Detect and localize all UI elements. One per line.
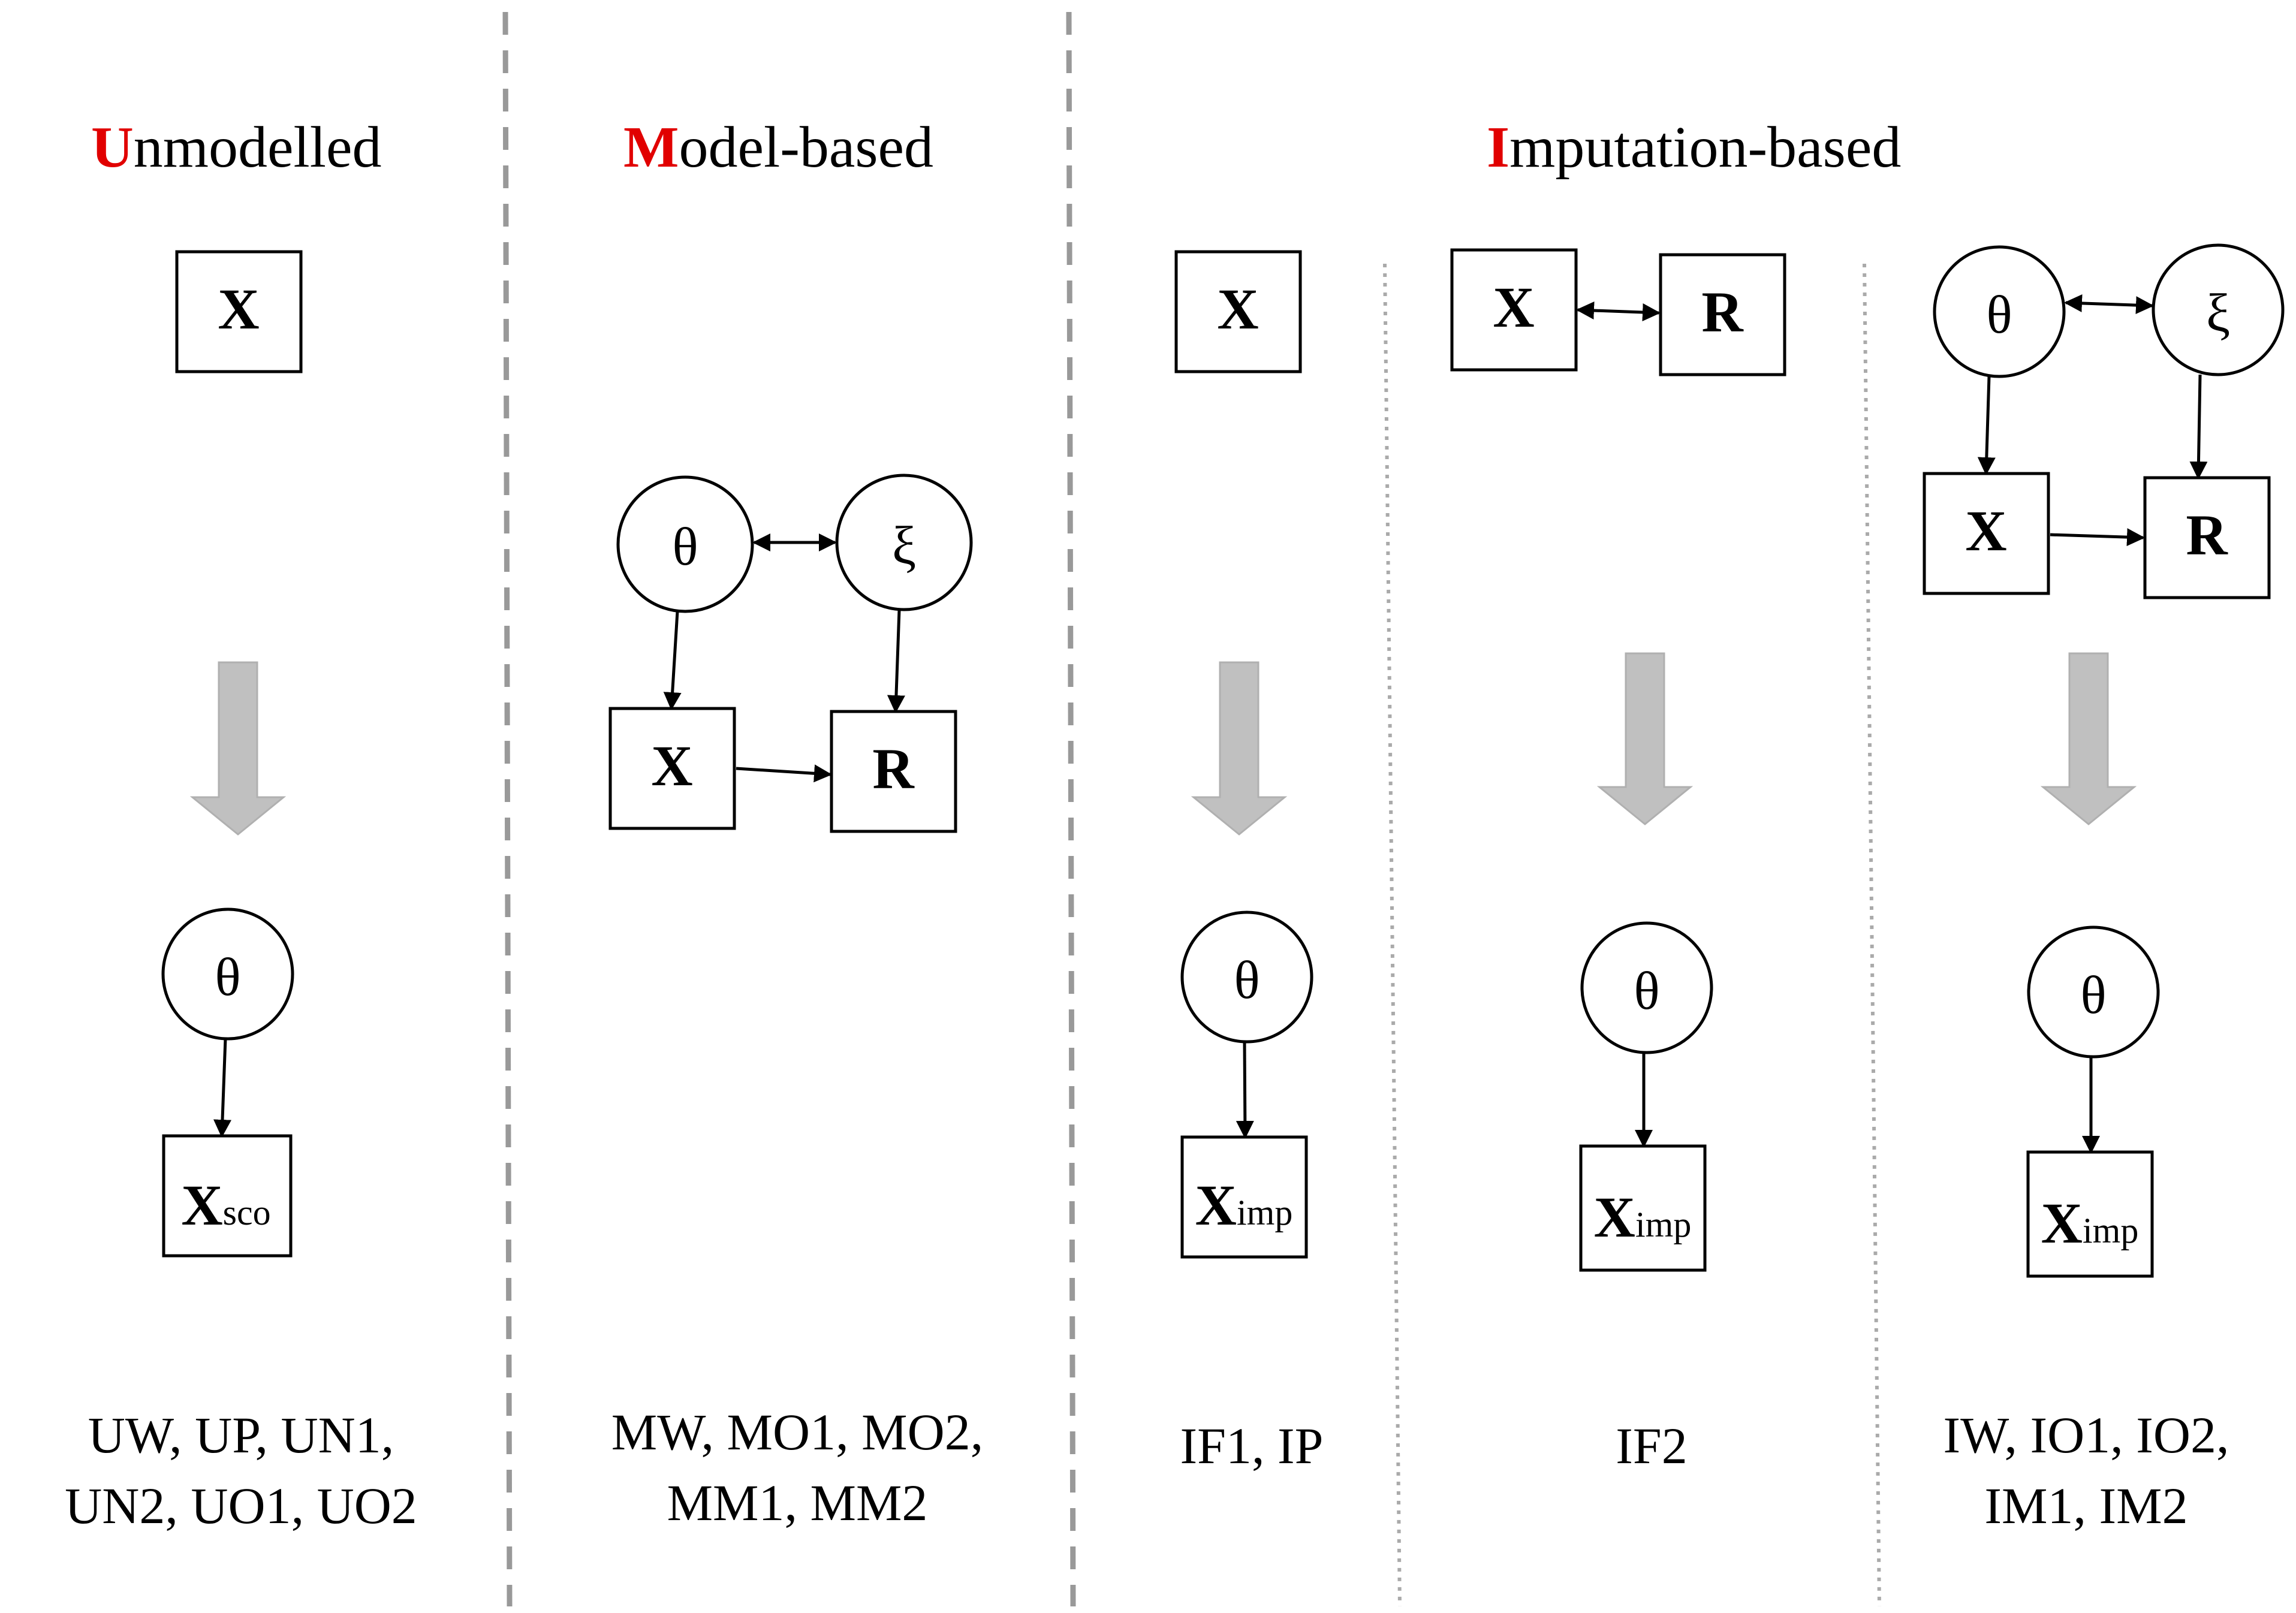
xi-node-label: ξ (2206, 284, 2230, 343)
methods-model-based: MW, MO1, MO2, MM1, MM2 (558, 1397, 1037, 1538)
edge-theta-to-xsco (213, 1038, 231, 1138)
x-node-box (1923, 472, 2050, 595)
title-model-based: Model-based (623, 114, 933, 181)
theta-node-label: θ (1634, 961, 1659, 1021)
methods-imputation-sub3: IW, IO1, IO2, IM1, IM2 (1846, 1400, 2296, 1541)
x-node-label: X (1965, 499, 2006, 563)
methods-model-based-line2: MM1, MM2 (667, 1474, 928, 1531)
x-node-label: X (1493, 275, 1534, 339)
edge-x-to-r (2050, 528, 2145, 547)
theta-node-circle (1580, 921, 1713, 1054)
methods-unmodelled-line2: UN2, UO1, UO2 (65, 1477, 417, 1534)
methods-unmodelled: UW, UP, UN1, UN2, UO1, UO2 (1, 1400, 481, 1541)
theta-node-circle (161, 907, 294, 1041)
x-node-label: X (1217, 277, 1258, 341)
x-node-box (175, 250, 303, 373)
r-node-label: R (872, 737, 915, 801)
xi-node-label: ξ (892, 516, 916, 575)
divider-imputation-sub1 (1383, 263, 1402, 1607)
methods-imputation-sub2: IF2 (1412, 1410, 1891, 1481)
methods-imputation-sub3-line2: IM1, IM2 (1984, 1477, 2188, 1534)
imputation-sub2-diagram: X R θ Ximp (1450, 248, 1786, 1272)
xsco-node-box (162, 1134, 293, 1258)
methods-imputation-sub1-line: IF1, IP (1180, 1417, 1324, 1475)
theta-node-label: θ (1234, 951, 1260, 1010)
theta-node-label: θ (672, 517, 698, 577)
edge-theta-to-x (1977, 376, 1996, 475)
r-node-label: R (2186, 503, 2228, 567)
theta-node-label: θ (215, 948, 240, 1007)
methods-unmodelled-line1: UW, UP, UN1, (88, 1406, 394, 1464)
title-imputation-based-rest: mputation-based (1509, 115, 1902, 180)
methods-imputation-sub1: IF1, IP (1012, 1410, 1492, 1481)
ximp-node-label: Ximp (2041, 1191, 2139, 1255)
x-node-label: X (651, 734, 692, 798)
methods-model-based-line1: MW, MO1, MO2, (611, 1403, 984, 1461)
methods-imputation-sub2-line: IF2 (1616, 1417, 1688, 1475)
model-based-diagram: θ ξ X R (608, 474, 973, 833)
r-node-box (2143, 476, 2271, 599)
xsco-node-label: Xsco (181, 1173, 270, 1237)
big-down-arrow (1191, 661, 1288, 836)
edge-theta-xi (2064, 294, 2154, 315)
x-node-box (1174, 250, 1302, 373)
title-imputation-based: Imputation-based (1487, 114, 1901, 181)
theta-node-circle (2027, 925, 2160, 1059)
x-node-label: X (218, 277, 259, 341)
r-node-box (1659, 253, 1786, 376)
edge-x-r (1576, 302, 1661, 321)
big-down-arrow (189, 661, 287, 836)
edge-theta-to-x (663, 611, 682, 710)
xi-node-circle (835, 474, 973, 611)
big-down-arrow (1596, 652, 1694, 825)
ximp-node-label: Ximp (1594, 1185, 1692, 1249)
ximp-node-box (1579, 1144, 1707, 1272)
theta-node-label: θ (1986, 285, 2012, 345)
divider-imputation-sub2 (1863, 263, 1881, 1607)
x-node-box (608, 707, 736, 830)
divider-model-imputation (1066, 11, 1076, 1607)
title-model-based-initial: M (623, 115, 679, 180)
ximp-node-box (2026, 1150, 2154, 1278)
imputation-sub1-diagram: X θ Ximp (1174, 250, 1313, 1259)
edge-xi-to-r (887, 610, 905, 713)
theta-node-circle (1180, 910, 1313, 1044)
divider-unmodelled-model (502, 11, 513, 1607)
ximp-node-box (1180, 1135, 1308, 1259)
title-unmodelled-initial: U (91, 115, 134, 180)
theta-node-circle (1933, 245, 2066, 378)
ximp-node-label: Ximp (1195, 1173, 1293, 1237)
r-node-label: R (1701, 280, 1744, 344)
theta-node-label: θ (2080, 966, 2106, 1025)
title-unmodelled-rest: nmodelled (133, 115, 382, 180)
x-node-box (1450, 248, 1578, 372)
title-model-based-rest: odel-based (679, 115, 934, 180)
unmodelled-diagram: X θ Xsco (161, 250, 303, 1258)
r-node-box (830, 710, 957, 833)
methods-imputation-sub3-line1: IW, IO1, IO2, (1943, 1406, 2229, 1464)
edge-x-to-r (736, 764, 832, 783)
big-down-arrow (2040, 652, 2137, 825)
title-unmodelled: Unmodelled (91, 114, 381, 181)
title-imputation-based-initial: I (1487, 115, 1510, 180)
imputation-sub3-diagram: θ ξ X R θ Ximp (1923, 243, 2285, 1278)
edge-xi-to-r (2189, 374, 2208, 480)
